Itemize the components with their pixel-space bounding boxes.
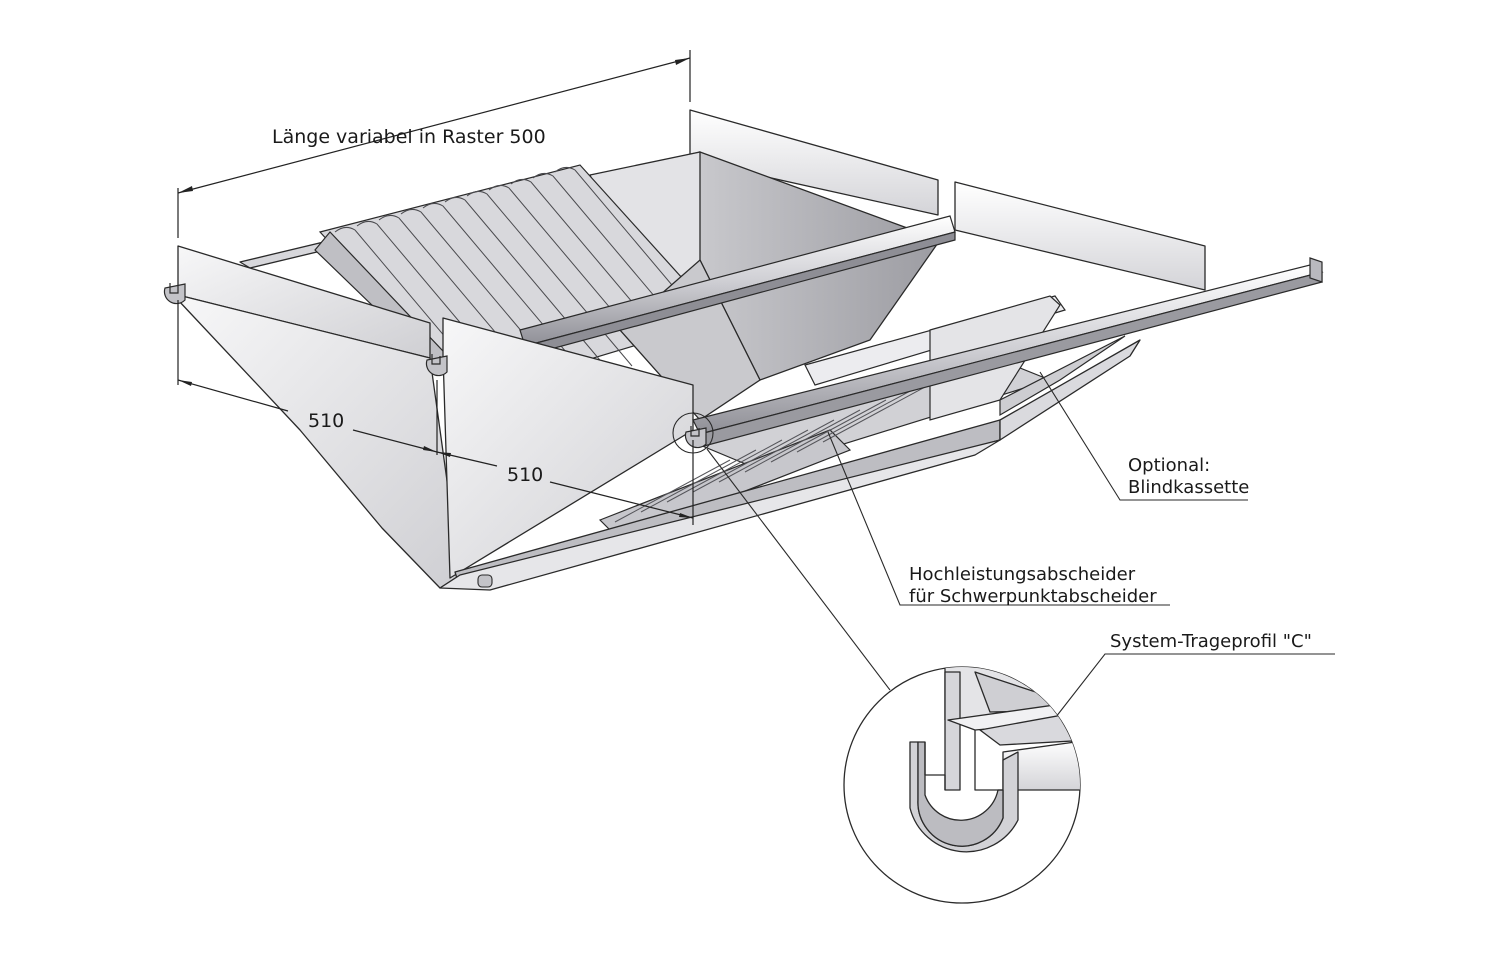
leader-optional <box>1039 371 1248 501</box>
filter-slat <box>692 429 809 493</box>
filter-slat <box>532 172 699 349</box>
mounting-clip-middle <box>425 354 448 377</box>
length-label: Länge variabel in Raster 500 <box>272 126 546 148</box>
filter-slat <box>356 220 523 397</box>
mounting-clip-left <box>163 283 186 305</box>
filter-slat <box>422 202 589 379</box>
filter-slat <box>666 439 783 503</box>
foot-clip <box>477 574 493 588</box>
filter-slat <box>444 196 611 373</box>
depth-dimension-right <box>436 440 694 525</box>
filter-slat <box>510 178 677 355</box>
detail-view-c-profile <box>843 666 1081 904</box>
length-dimension <box>177 50 691 238</box>
filter-slat <box>378 214 545 391</box>
leader-separator <box>827 431 1170 606</box>
filter-slat <box>744 409 861 473</box>
filter-slats-lower <box>614 379 939 523</box>
hood-left-panel <box>177 245 461 589</box>
callout-separator-line1: Hochleistungsabscheider <box>909 564 1136 585</box>
hood-front-lower <box>439 339 1141 591</box>
filter-slat <box>466 190 633 367</box>
filter-slat <box>334 226 501 403</box>
callout-separator-line2: für Schwerpunktabscheider <box>909 586 1157 607</box>
depth-label-left: 510 <box>308 410 344 432</box>
filter-slat <box>770 399 887 463</box>
filter-slat <box>796 389 913 453</box>
callout-profile: System-Trageprofil "C" <box>1110 631 1312 652</box>
filter-slat <box>488 184 655 361</box>
filter-slat <box>822 379 939 443</box>
leader-profile <box>1051 653 1335 723</box>
detail-leader <box>706 448 891 691</box>
depth-dimension-left <box>177 300 438 455</box>
filter-slat <box>614 459 731 523</box>
hood-mid-panel <box>442 317 694 579</box>
filter-slat <box>640 449 757 513</box>
detail-marker <box>672 412 714 454</box>
callout-optional-line2: Blindkassette <box>1128 477 1249 498</box>
depth-label-right: 510 <box>507 464 543 486</box>
filter-slats-upper <box>334 166 721 403</box>
filter-slat <box>554 166 721 343</box>
mounting-clip-front <box>684 426 707 449</box>
filter-slat <box>400 208 567 385</box>
callout-optional-line1: Optional: <box>1128 455 1210 476</box>
filter-slat <box>718 419 835 483</box>
